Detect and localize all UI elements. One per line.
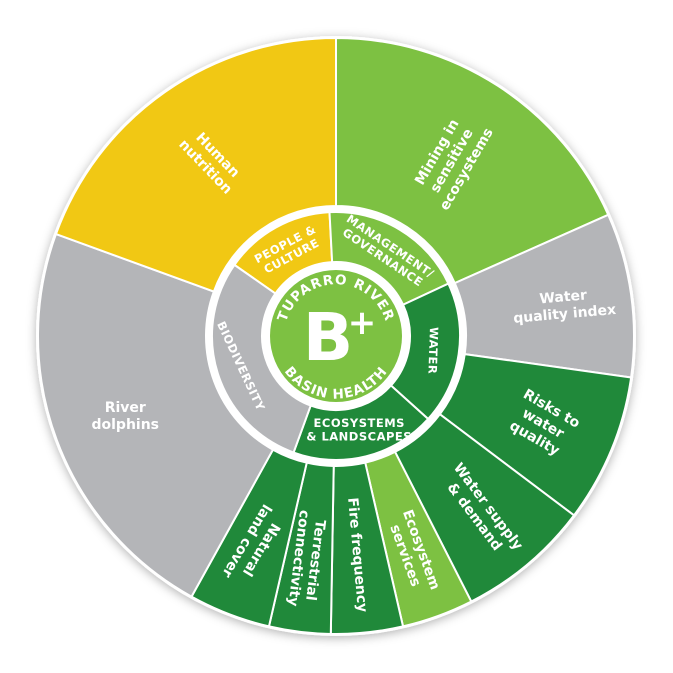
grade-letter: B (303, 299, 353, 376)
grade-modifier: + (348, 303, 377, 343)
center-score: TUPARRO RIVER BASIN HEALTH B + (266, 266, 406, 406)
category-label-water: WATER (425, 327, 441, 375)
category-label-water-line-1: WATER (425, 327, 441, 375)
category-segment-biodiversity (211, 263, 312, 454)
category-label-ecosystems-landscapes-line-1: ECOSYSTEMS (314, 416, 405, 430)
indicator-label-river-dolphins-line-2: dolphins (91, 417, 159, 433)
category-label-ecosystems-landscapes: ECOSYSTEMS& LANDSCAPES (306, 416, 412, 444)
indicator-ring: Mining insensitiveecosystemsWaterquality… (37, 36, 636, 635)
indicator-label-water-quality-index-line-1: Water (539, 287, 588, 307)
center-disc (270, 270, 402, 402)
category-label-ecosystems-landscapes-line-2: & LANDSCAPES (306, 430, 412, 444)
indicator-label-river-dolphins-line-1: River (105, 400, 146, 416)
